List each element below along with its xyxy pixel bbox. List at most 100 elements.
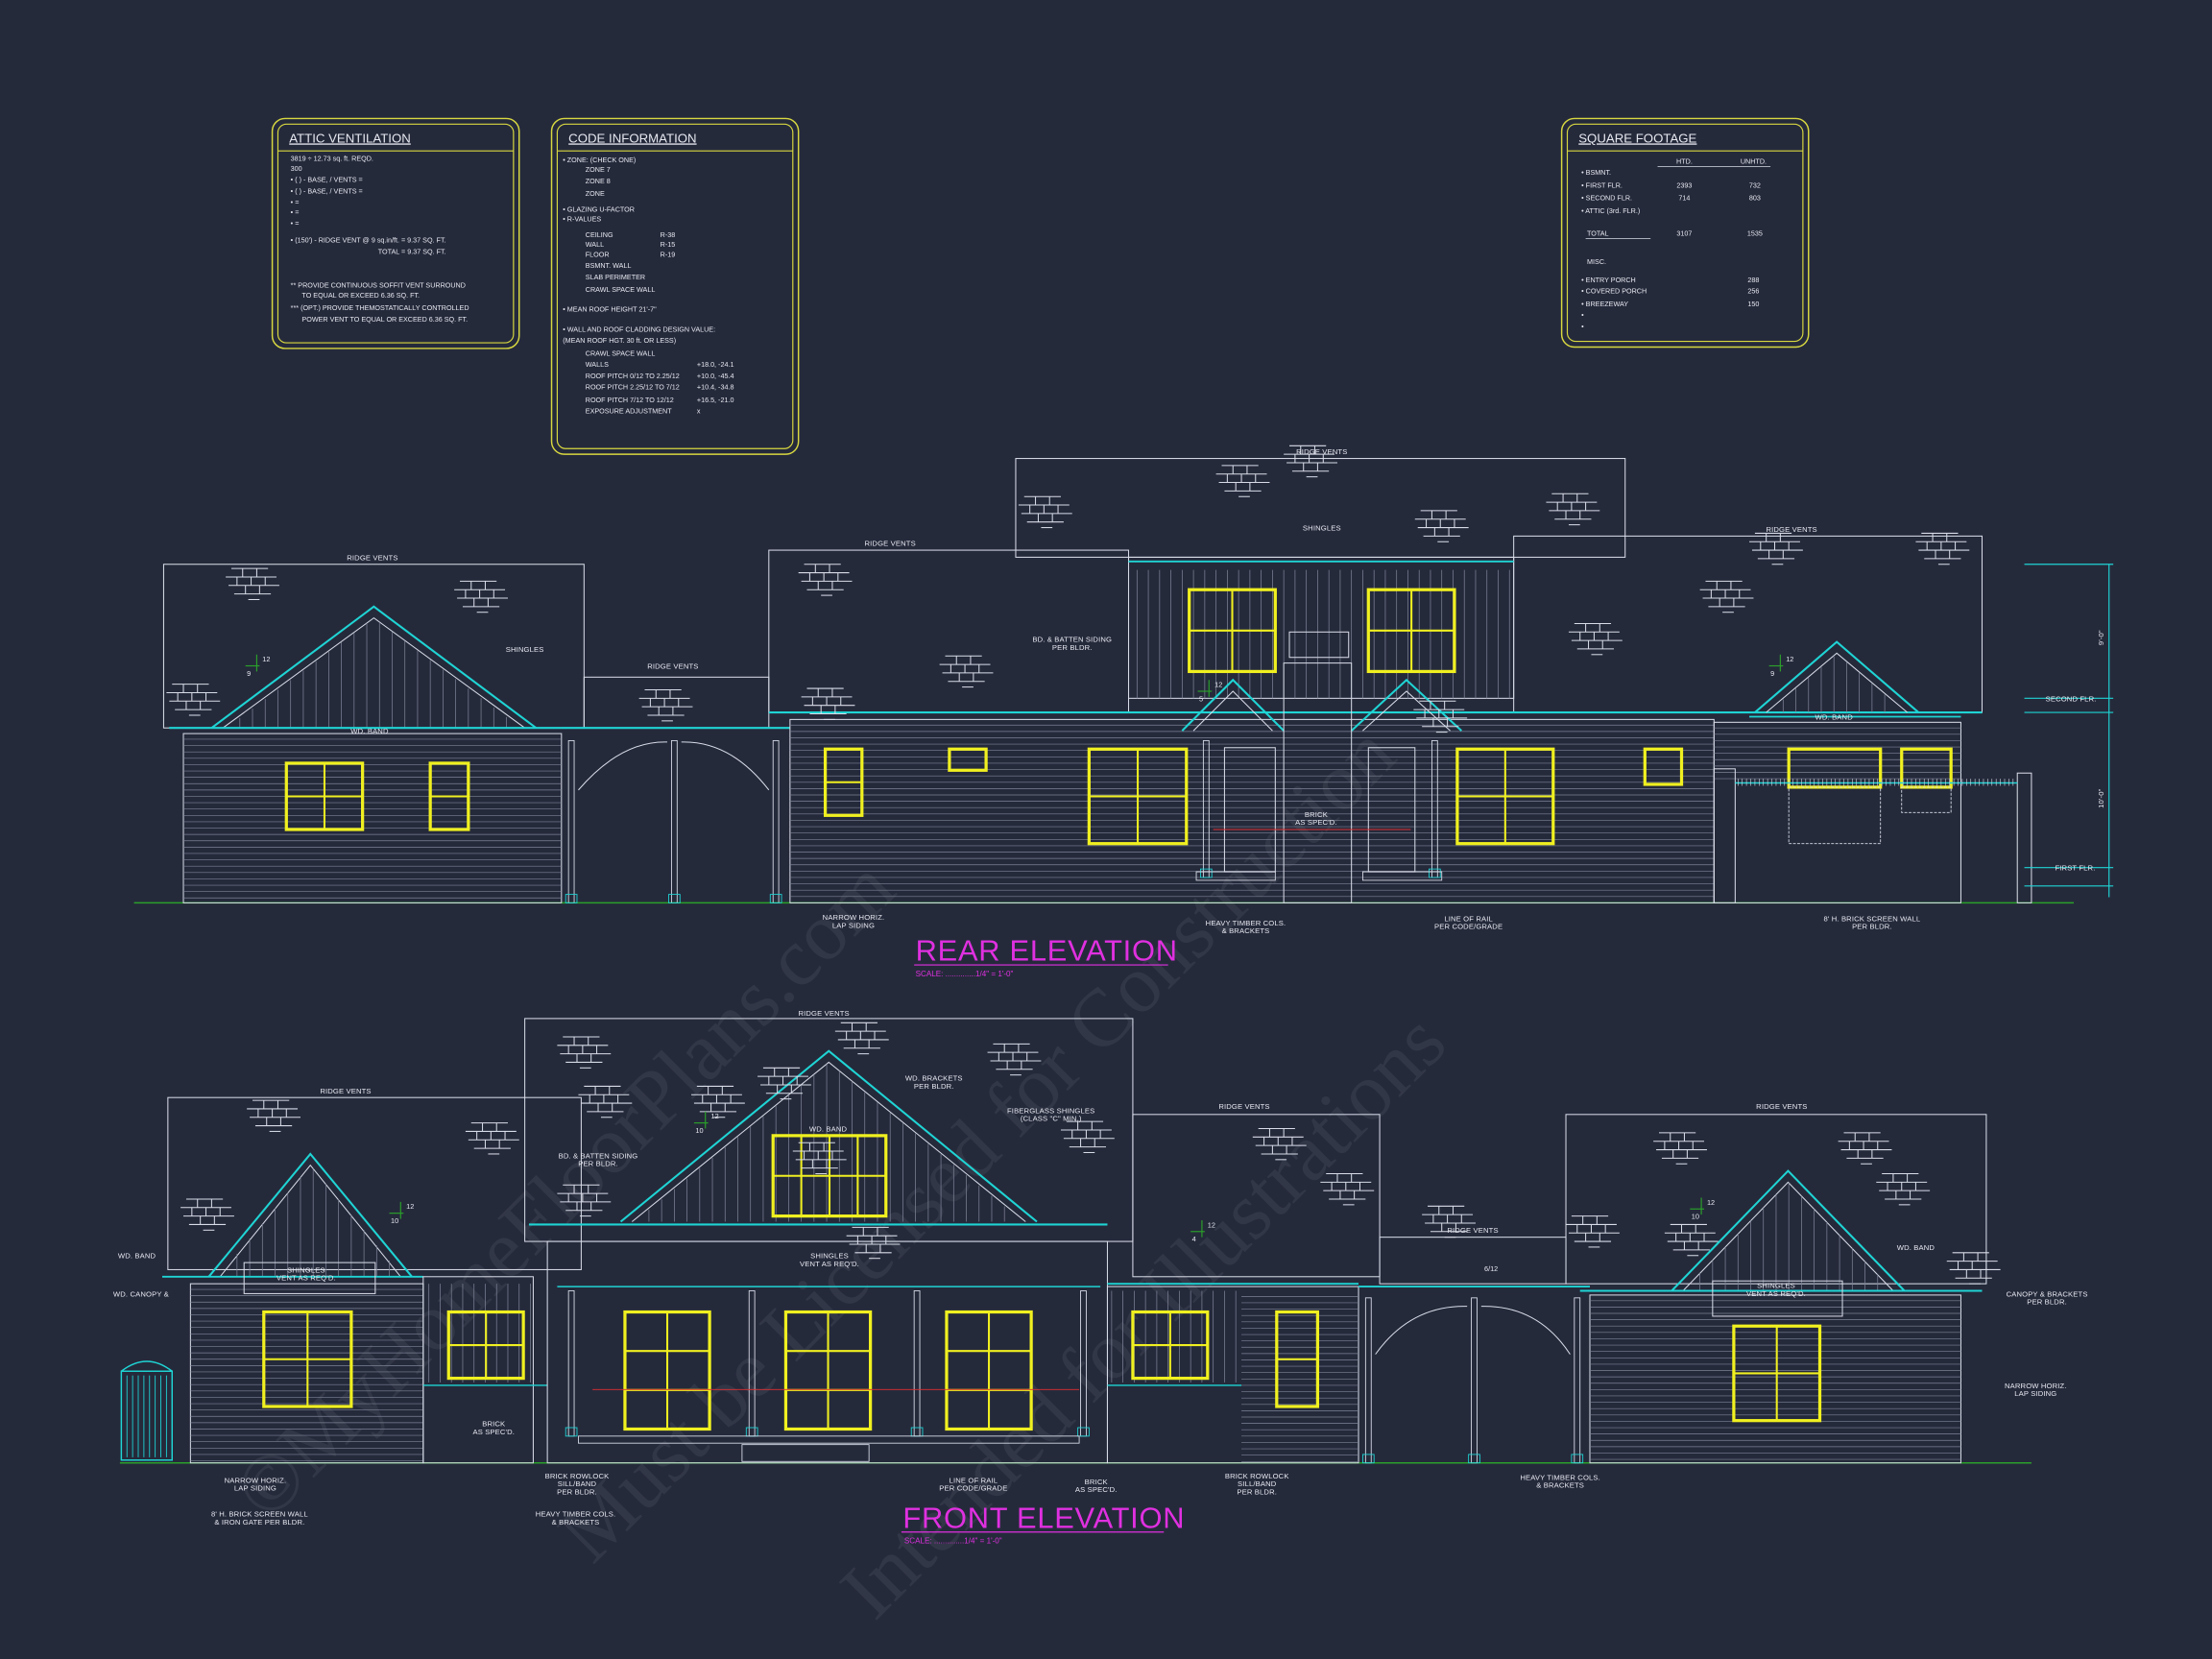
porch-floor [578,1435,1080,1444]
code-info-label: ZONE [586,189,605,198]
code-info-label: FLOOR [586,250,610,258]
attic-ventilation-line: • = [291,219,300,228]
pitch-text: 6/12 [1484,1264,1498,1273]
pitch-run: 12 [711,1112,719,1120]
vent-canopy [243,1262,376,1294]
callout-label: PER BLDR. [1237,1487,1277,1496]
pitch-rise: 10 [1692,1213,1699,1221]
callout-label: PER BLDR. [578,1160,618,1168]
code-info-value: +16.5, -21.0 [697,396,734,404]
attic-ventilation-line: • = [291,207,300,216]
gable-trim [631,1061,1026,1222]
code-information-title: CODE INFORMATION [568,131,696,145]
pitch-run: 12 [1786,655,1793,663]
callout-label: BD. & BATTEN SIDING [559,1151,638,1160]
code-info-label: CEILING [586,230,613,239]
callout-label: NARROW HORIZ. [2005,1382,2067,1390]
callout-label: BRICK [1305,810,1328,819]
code-info-value: R-19 [661,250,676,258]
gable-fascia [210,605,537,730]
code-info-value: x [697,407,701,416]
sf-misc-value: 256 [1747,287,1759,296]
code-information-panel: CODE INFORMATION • ZONE: (CHECK ONE)ZONE… [550,117,800,455]
sf-htd-value: 2393 [1676,180,1692,189]
sf-htd-value: 714 [1678,194,1690,203]
callout-label: SHINGLES [506,645,544,654]
gable-fascia [1350,678,1462,732]
column-base [668,894,681,903]
callout-label: RIDGE VENTS [1218,1102,1269,1111]
callout-label: & BRACKETS [552,1518,600,1527]
gable-trim [1682,1181,1894,1291]
callout-label: & BRACKETS [1222,926,1270,935]
dimension-text: 10'-0" [2097,788,2105,807]
front-elevation-title-block: FRONT ELEVATION SCALE: ..............1/4… [901,1501,1184,1546]
callout-label: RIDGE VENTS [647,661,698,670]
arch-bracket [578,741,770,791]
sf-row-label: • BSMNT. [1581,168,1611,177]
callout-label: SILL/BAND [1238,1479,1277,1488]
callout-label: WD. BAND [1897,1243,1936,1252]
callout-label: BRICK [482,1420,505,1429]
window [948,747,988,772]
code-info-label: BSMNT. WALL [586,261,632,270]
sf-total-label: TOTAL [1587,228,1609,237]
code-info-label: • GLAZING U-FACTOR [563,204,635,213]
gable-trim [219,1164,401,1278]
column-base [1468,1454,1480,1464]
column-base [1571,1454,1584,1464]
callout-label: AS SPEC'D. [1295,818,1337,827]
callout-label: PER CODE/GRADE [939,1484,1007,1493]
callout-label: SECOND FLR. [2046,694,2097,703]
roof-outline [167,1096,582,1270]
code-info-label: WALLS [586,360,609,369]
callout-label: NARROW HORIZ. [225,1476,287,1484]
column-base [565,1427,578,1437]
sf-row-label: • ATTIC (3rd. FLR.) [1581,206,1640,215]
code-info-value: +10.4, -34.8 [697,383,734,392]
callout-label: HEAVY TIMBER COLS. [536,1510,616,1519]
gable-fascia [207,1152,413,1278]
pitch-run: 12 [262,655,270,663]
callout-label: WD. BAND [809,1124,848,1133]
code-info-label: ROOF PITCH 7/12 TO 12/12 [586,396,674,404]
screen-wall-pier [2016,772,2032,903]
pitch-rise: 10 [695,1126,703,1135]
attic-ventilation-panel: ATTIC VENTILATION 3819 ÷ 12.73 sq. ft. R… [271,117,520,349]
roof-outline [1132,1114,1381,1278]
callout-label: VENT AS REQ'D. [276,1274,336,1283]
window-dashed [1901,786,1952,813]
square-footage-panel: SQUARE FOOTAGE HTD.UNHTD.• BSMNT.• FIRST… [1560,117,1810,349]
column-base [1361,1454,1375,1464]
callout-label: AS SPEC'D. [472,1428,515,1436]
sf-row-label: • FIRST FLR. [1581,180,1623,189]
attic-ventilation-line: • ( ) - BASE, / VENTS = [291,176,363,184]
callout-label: BRICK ROWLOCK [545,1472,610,1480]
pitch-run: 12 [1214,681,1222,689]
pitch-rise: 9 [1770,669,1774,678]
attic-ventilation-line: • ( ) - BASE, / VENTS = [291,186,363,195]
callout-label: AS SPEC'D. [1075,1485,1118,1494]
callout-label: LINE OF RAIL [1444,915,1493,924]
callout-label: PER BLDR. [2027,1298,2067,1307]
callout-label: BRICK [1085,1478,1108,1486]
rear-elevation-title: REAR ELEVATION [916,934,1178,968]
attic-ventilation-line: • (150') - RIDGE VENT @ 9 sq.in/ft. = 9.… [291,236,446,245]
column-base [1429,868,1441,878]
callout-label: 8' H. BRICK SCREEN WALL [1824,915,1921,924]
rear-elevation-scale: SCALE: ..............1/4" = 1'-0" [916,970,1014,978]
code-info-value: R-38 [661,230,676,239]
second-floor-wall [1127,556,1515,699]
elevation-linework [119,445,2114,1464]
code-info-label: WALL [586,240,604,249]
column-base [769,894,782,903]
callout-label: RIDGE VENTS [865,540,916,548]
callout-label: LAP SIDING [832,921,875,929]
attic-ventilation-line: TOTAL = 9.37 SQ. FT. [378,247,446,255]
callout-label: WD. BAND [350,727,389,735]
front-elevation-scale: SCALE: ..............1/4" = 1'-0" [904,1537,1002,1546]
callout-label: SILL/BAND [558,1479,597,1488]
gable-trim [222,616,525,729]
